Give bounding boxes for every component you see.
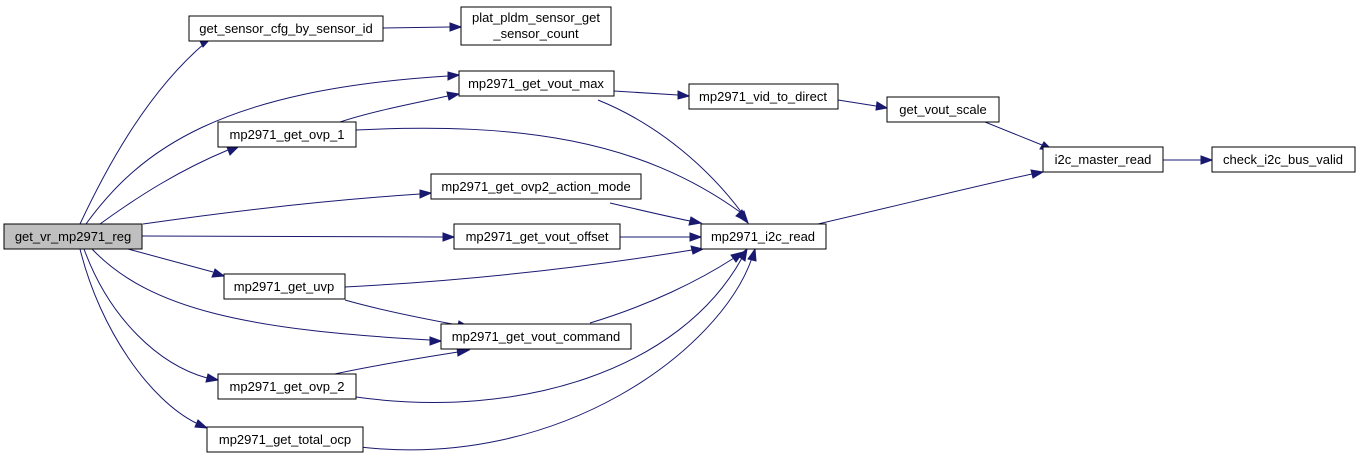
edge-ovp-1-to-vout-max	[339, 95, 449, 123]
node-get-vout-scale[interactable]: get_vout_scale	[886, 96, 1000, 123]
node-get-vr-mp2971-reg[interactable]: get_vr_mp2971_reg	[3, 223, 143, 250]
node-box	[453, 223, 621, 250]
arrowhead-vid-to-direct	[677, 90, 691, 100]
edge-ovp-2-to-i2c-read	[355, 257, 743, 403]
node-get-sensor-cfg-by-sensor-id[interactable]: get_sensor_cfg_by_sensor_id	[188, 15, 384, 42]
edge-vid-to-direct-to-vout-scale	[837, 99, 877, 107]
node-box	[458, 70, 615, 97]
edge-vout-max-to-i2c-read	[597, 99, 743, 214]
arrowhead-vout-max-from-ovp-1	[446, 91, 461, 101]
node-label: mp2971_get_vout_max	[468, 76, 604, 91]
arrowheads	[194, 22, 1214, 429]
node-box	[460, 6, 612, 46]
edge-root-to-get-sensor-cfg	[79, 42, 206, 225]
node-box	[223, 273, 346, 300]
node-mp2971-get-uvp[interactable]: mp2971_get_uvp	[223, 273, 346, 300]
arrowhead-vout-command-from-root	[429, 336, 443, 346]
node-label: mp2971_vid_to_direct	[699, 89, 827, 104]
arrowhead-ovp2-action-mode	[419, 189, 433, 199]
edge-root-to-total-ocp	[79, 248, 197, 424]
node-plat-pldm-sensor-get-sensor-count[interactable]: plat_pldm_sensor_get _sensor_count	[460, 6, 612, 46]
edge-root-to-ovp2-action-mode	[142, 193, 421, 225]
edge-vout-scale-to-i2c-master-read	[984, 121, 1043, 146]
node-mp2971-vid-to-direct[interactable]: mp2971_vid_to_direct	[688, 83, 839, 110]
node-mp2971-get-vout-max[interactable]: mp2971_get_vout_max	[458, 70, 615, 97]
edge-ovp2-action-to-i2c-read	[609, 202, 691, 222]
node-box	[188, 15, 384, 42]
node-box	[1211, 146, 1356, 173]
node-box	[886, 96, 1000, 123]
node-mp2971-get-vout-offset[interactable]: mp2971_get_vout_offset	[453, 223, 621, 250]
node-box	[217, 373, 357, 400]
arrowhead-ovp-2	[205, 373, 220, 383]
node-label: mp2971_get_ovp2_action_mode	[441, 179, 630, 194]
node-label: mp2971_get_uvp	[234, 279, 334, 294]
edge-root-to-vout-command	[91, 248, 431, 341]
edge-root-to-vout-offset	[141, 235, 444, 238]
node-label: get_vr_mp2971_reg	[15, 229, 131, 244]
node-box	[688, 83, 839, 110]
node-box	[700, 223, 827, 250]
edge-root-to-uvp	[127, 248, 214, 273]
node-label: mp2971_i2c_read	[711, 229, 815, 244]
node-label: mp2971_get_ovp_2	[230, 379, 345, 394]
arrowhead-total-ocp	[194, 419, 209, 429]
node-label: check_i2c_bus_valid	[1223, 152, 1343, 167]
edge-root-to-ovp-2	[83, 248, 208, 379]
edge-get-sensor-cfg-to-plat-pldm	[382, 26, 451, 29]
node-label-line2: _sensor_count	[492, 26, 579, 41]
edge-ovp-2-to-vout-command	[329, 351, 459, 376]
node-mp2971-get-ovp2-action-mode[interactable]: mp2971_get_ovp2_action_mode	[430, 173, 642, 200]
edge-root-to-ovp-1	[99, 149, 229, 225]
edges	[79, 26, 1201, 451]
node-box	[440, 323, 632, 350]
node-box	[217, 121, 357, 148]
node-label: mp2971_get_vout_command	[452, 329, 620, 344]
node-box	[3, 223, 143, 250]
edge-total-ocp-to-i2c-read	[359, 257, 753, 451]
node-label: mp2971_get_vout_offset	[466, 229, 609, 244]
edge-i2c-read-to-i2c-master-read	[817, 173, 1033, 225]
arrowhead-vout-offset	[442, 232, 456, 242]
node-mp2971-get-total-ocp[interactable]: mp2971_get_total_ocp	[206, 426, 364, 453]
arrowhead-vout-max	[447, 71, 461, 81]
node-label: get_sensor_cfg_by_sensor_id	[199, 21, 372, 36]
node-check-i2c-bus-valid[interactable]: check_i2c_bus_valid	[1211, 146, 1356, 173]
edge-vout-command-to-i2c-read	[589, 257, 735, 324]
arrowhead-i2c-read-from-uvp	[690, 245, 705, 255]
edge-vout-max-to-vid-to-direct	[613, 90, 679, 96]
arrowhead-uvp	[211, 268, 226, 278]
arrowhead-i2c-read-from-total-ocp	[747, 247, 757, 262]
arrowhead-i2c-read-from-vout-offset	[689, 232, 703, 242]
node-label: i2c_master_read	[1055, 152, 1152, 167]
edge-uvp-to-i2c-read	[344, 249, 693, 288]
edge-root-to-vout-max	[85, 75, 449, 225]
edge-ovp-1-to-i2c-read	[355, 127, 741, 213]
node-i2c-master-read[interactable]: i2c_master_read	[1042, 146, 1164, 173]
edge-uvp-to-vout-command	[344, 299, 459, 326]
arrowhead-i2c-master-read-from-i2c-read	[1030, 169, 1045, 179]
arrowhead-check-bus	[1200, 155, 1214, 165]
node-label: mp2971_get_total_ocp	[219, 432, 351, 447]
node-mp2971-get-ovp-2[interactable]: mp2971_get_ovp_2	[217, 373, 357, 400]
arrowhead-get-vout-scale	[875, 101, 889, 111]
arrowhead-i2c-read-from-ovp-2	[737, 247, 748, 262]
nodes: get_vr_mp2971_reg get_sensor_cfg_by_sens…	[3, 6, 1356, 453]
node-box	[1042, 146, 1164, 173]
node-label: mp2971_get_ovp_1	[230, 127, 345, 142]
node-mp2971-i2c-read[interactable]: mp2971_i2c_read	[700, 223, 827, 250]
arrowhead-i2c-read-from-ovp-1	[735, 209, 749, 223]
node-label-line1: plat_pldm_sensor_get	[472, 10, 600, 25]
node-mp2971-get-ovp-1[interactable]: mp2971_get_ovp_1	[217, 121, 357, 148]
node-mp2971-get-vout-command[interactable]: mp2971_get_vout_command	[440, 323, 632, 350]
node-box	[430, 173, 642, 200]
arrowhead-i2c-read-from-ovp2-action	[688, 216, 703, 226]
node-label: get_vout_scale	[899, 102, 986, 117]
arrowhead-plat-pldm	[449, 22, 463, 32]
node-box	[206, 426, 364, 453]
